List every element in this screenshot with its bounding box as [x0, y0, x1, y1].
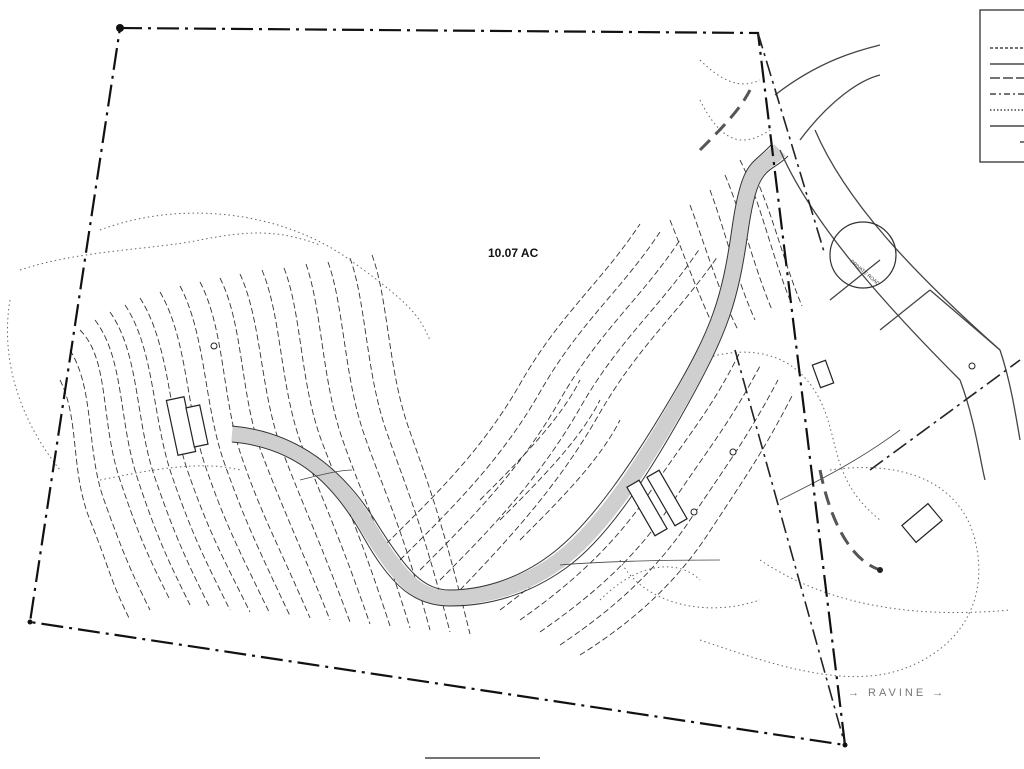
- road-turnaround: [829, 221, 897, 289]
- area-label: 10.07 AC: [488, 246, 539, 260]
- well-marker: [690, 508, 698, 516]
- boundary-corner-marker: [27, 619, 33, 625]
- house-west: [165, 342, 218, 456]
- boundary-corner-marker: [116, 24, 124, 32]
- boundary-corner-marker: [842, 742, 848, 748]
- property-boundary: [27, 24, 1021, 748]
- ravine-label: → RAVINE →: [848, 687, 946, 699]
- well-marker: [210, 342, 218, 350]
- well-marker: [877, 567, 883, 573]
- structures-east: [811, 359, 976, 573]
- dotted-features: [7, 59, 1011, 677]
- legend-box: [979, 9, 1024, 163]
- secondary-paths: [299, 89, 901, 572]
- well-marker: [729, 448, 737, 456]
- driveway: [231, 143, 789, 607]
- well-marker: [968, 362, 976, 370]
- house-east: [626, 448, 737, 537]
